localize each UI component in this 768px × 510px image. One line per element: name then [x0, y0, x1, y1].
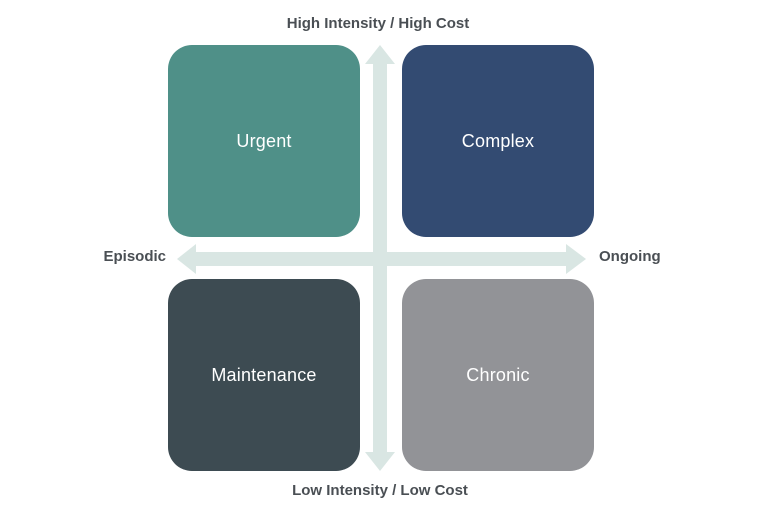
- quadrant-urgent: Urgent: [168, 45, 360, 237]
- axis-label-right: Ongoing: [599, 248, 661, 265]
- axis-label-top: High Intensity / High Cost: [286, 15, 470, 32]
- horizontal-axis-arrow: [177, 244, 586, 274]
- quadrant-chronic: Chronic: [402, 279, 594, 471]
- quadrant-complex-label: Complex: [461, 130, 535, 151]
- quadrant-maintenance-label: Maintenance: [211, 364, 317, 385]
- quadrant-complex: Complex: [402, 45, 594, 237]
- quadrant-urgent-label: Urgent: [236, 130, 292, 151]
- quadrant-chronic-label: Chronic: [466, 364, 530, 385]
- axis-label-left: Episodic: [103, 248, 166, 265]
- axis-label-bottom: Low Intensity / Low Cost: [292, 482, 468, 499]
- quadrant-maintenance: Maintenance: [168, 279, 360, 471]
